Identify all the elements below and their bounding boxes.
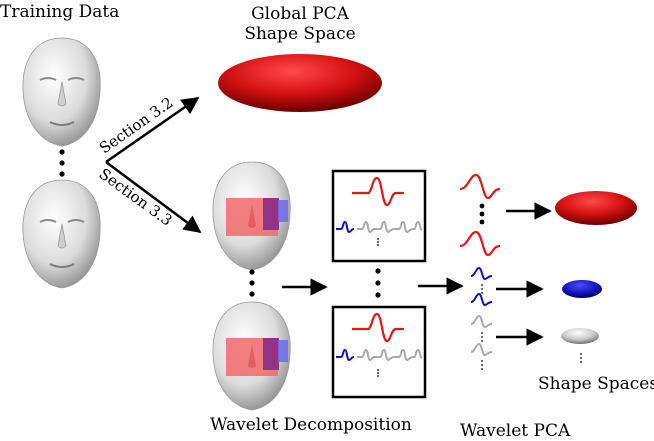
wavelet-red-curve bbox=[352, 176, 404, 207]
wavelet-face-top bbox=[212, 161, 291, 271]
section-label-lower: Section 3.3 bbox=[96, 165, 176, 230]
shape-spaces-ellipsis bbox=[580, 353, 582, 363]
wavelet-decomposition-label: Wavelet Decomposition bbox=[210, 415, 412, 435]
wavelet-face-bottom bbox=[212, 301, 291, 411]
training-data-label: Training Data bbox=[0, 2, 120, 22]
training-face-bottom bbox=[22, 179, 101, 289]
arrow-to-global-pca bbox=[105, 96, 200, 164]
wavelet-pca-blue-group bbox=[470, 266, 493, 307]
decomposition-box-top bbox=[331, 169, 427, 263]
red-shape-space-ellipsoid bbox=[555, 191, 637, 225]
section-label-upper: Section 3.2 bbox=[96, 93, 177, 157]
decomposition-box-bottom bbox=[331, 305, 427, 399]
wavelet-pca-gray-group bbox=[470, 314, 493, 370]
wavelet-gray-curves bbox=[357, 220, 423, 234]
arrow-to-wavelet bbox=[105, 160, 202, 234]
blue-shape-space-ellipsoid bbox=[562, 280, 602, 298]
global-pca-title-line1: Global PCA bbox=[251, 4, 349, 24]
shape-spaces-label: Shape Spaces bbox=[538, 374, 654, 394]
global-pca-title-line2: Shape Space bbox=[244, 24, 356, 44]
training-face-top bbox=[22, 37, 101, 147]
global-pca-title: Global PCA Shape Space bbox=[230, 4, 370, 44]
gray-shape-space-ellipsoid bbox=[561, 328, 599, 344]
wavelet-blue-curve bbox=[336, 220, 355, 234]
training-ellipsis bbox=[59, 149, 65, 177]
wavelet-face-ellipsis bbox=[249, 269, 255, 297]
decomposition-ellipsis bbox=[375, 268, 381, 298]
wavelet-pca-label: Wavelet PCA bbox=[460, 421, 571, 441]
wavelet-pca-red-group bbox=[459, 173, 501, 257]
global-pca-ellipsoid bbox=[218, 54, 382, 112]
